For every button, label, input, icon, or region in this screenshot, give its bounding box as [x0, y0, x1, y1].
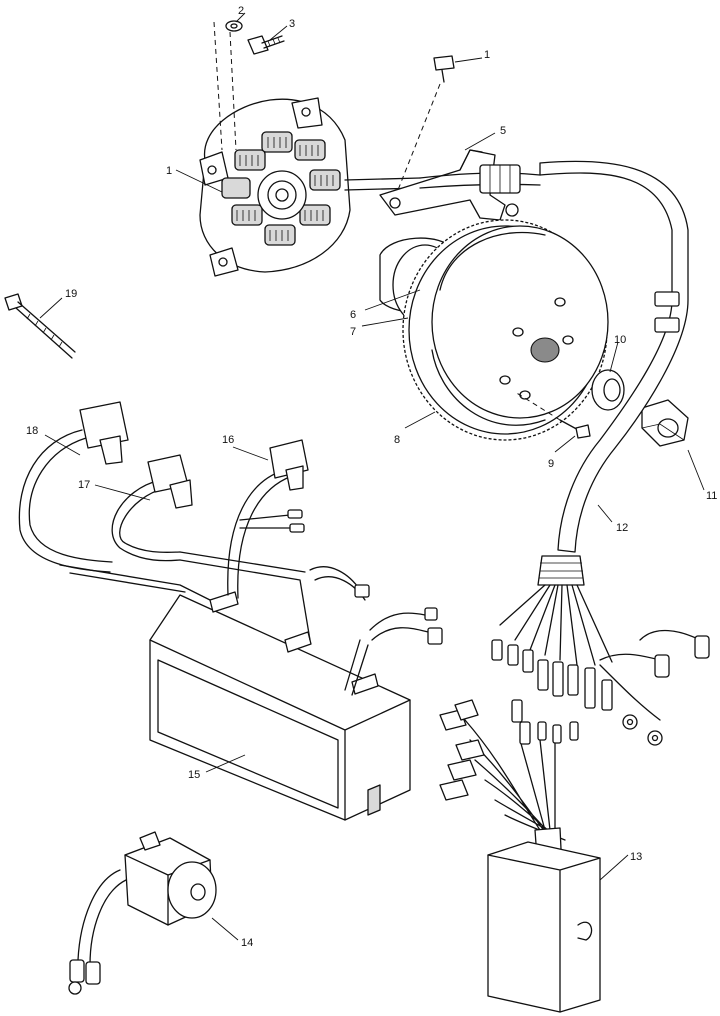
callout-3: 3 [289, 18, 295, 30]
callout-7: 7 [350, 326, 356, 338]
callout-16: 16 [222, 434, 234, 446]
cdi-box-icon [439, 699, 601, 1013]
tie-strap-icon [4, 293, 76, 359]
callout-11: 11 [706, 490, 717, 502]
callout-labels: 1 2 3 1 5 6 7 8 9 10 11 12 13 14 15 16 1… [26, 5, 717, 949]
callout-1-screw: 1 [484, 49, 490, 61]
screw-icon [247, 35, 285, 55]
stator-assembly-icon [199, 97, 421, 277]
callout-8: 8 [394, 434, 400, 446]
callout-6: 6 [350, 309, 356, 321]
plug-wire-icon [18, 401, 443, 696]
alignment-line [213, 21, 223, 151]
callout-17: 17 [78, 479, 90, 491]
bolt-icon [559, 419, 591, 439]
wire-harness-icon [419, 160, 710, 746]
callout-1-stator: 1 [166, 165, 172, 177]
leader-lines [39, 12, 705, 941]
washer-icon [591, 369, 625, 411]
callout-19: 19 [65, 288, 77, 300]
screw-icon [391, 55, 455, 206]
callout-13: 13 [630, 851, 642, 863]
alignment-line [229, 31, 237, 151]
washer-icon [225, 20, 243, 32]
callout-10: 10 [614, 334, 626, 346]
voltage-regulator-icon [68, 831, 217, 995]
flywheel-icon [402, 219, 609, 441]
callout-15: 15 [188, 769, 200, 781]
callout-5: 5 [500, 125, 506, 137]
callout-2: 2 [238, 5, 244, 17]
nut-icon [641, 399, 689, 447]
coil-icon [149, 591, 411, 821]
callout-14: 14 [241, 937, 253, 949]
callout-12: 12 [616, 522, 628, 534]
callout-9: 9 [548, 458, 554, 470]
bracket-icon [379, 149, 519, 221]
callout-18: 18 [26, 425, 38, 437]
